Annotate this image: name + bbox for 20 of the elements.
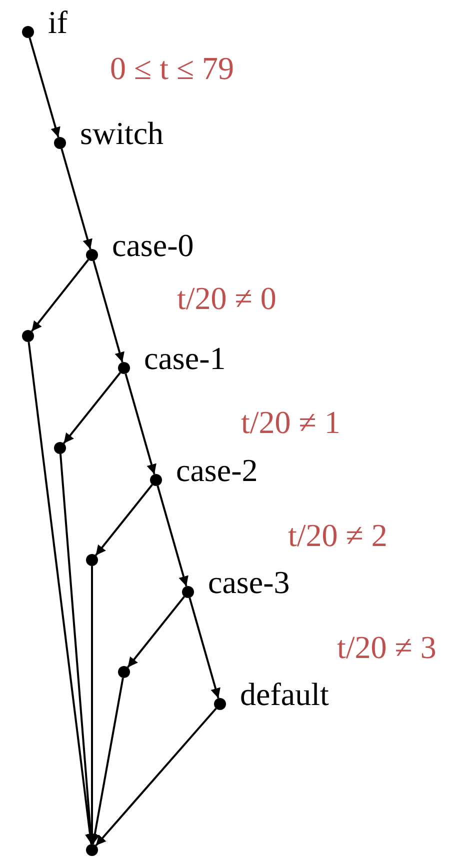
arrow [126,596,186,668]
arrow [94,484,154,556]
arrow [124,374,156,474]
arrow [156,486,188,586]
node-label: default [240,676,329,712]
node-label: case-2 [176,452,258,488]
node-label: case-0 [112,227,194,263]
node-label: case-3 [208,564,290,600]
node-label: if [48,4,68,40]
arrow [92,260,124,362]
arrow [62,372,122,444]
arrow [30,259,90,332]
arrow [95,708,217,846]
node-label: switch [80,115,164,151]
arrow [28,342,95,844]
arrow [28,37,60,138]
arrow [87,566,97,844]
node-label: case-1 [144,340,226,376]
arrow [188,598,220,698]
arrow [60,148,92,250]
